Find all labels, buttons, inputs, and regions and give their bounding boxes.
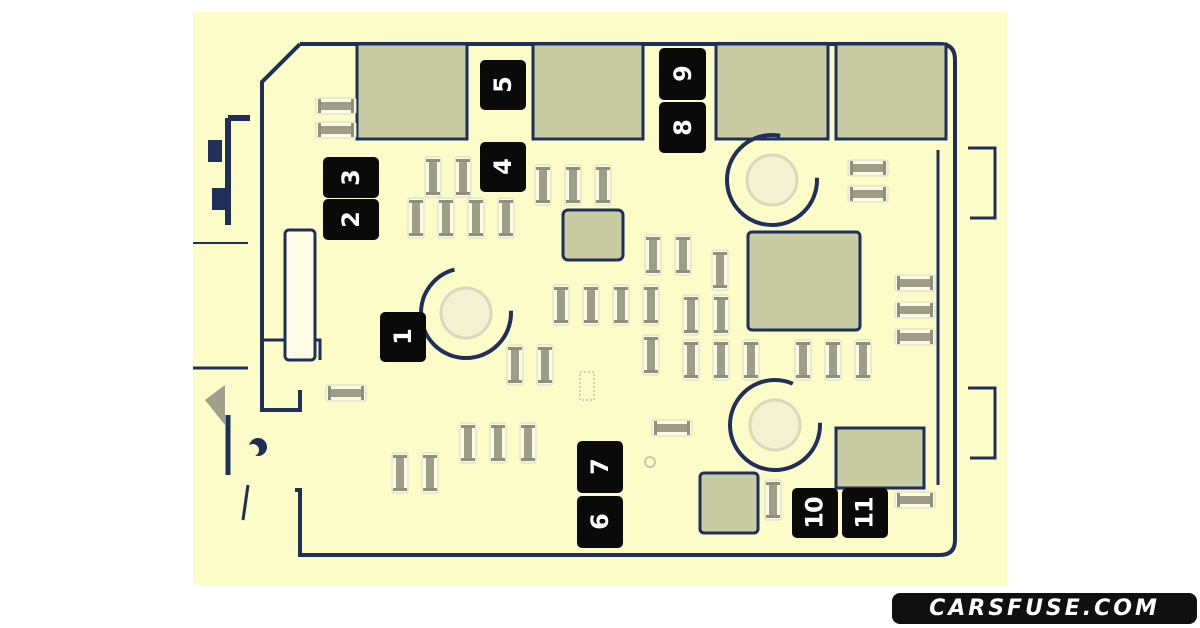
fuse-label-2: 2 [323, 199, 379, 240]
fuse-label-8-text: 8 [668, 119, 697, 136]
fuse-label-9-text: 9 [668, 66, 697, 82]
fuse-label-1: 1 [380, 312, 426, 362]
fuse-label-8: 8 [659, 102, 706, 153]
fuse-label-5-text: 5 [488, 77, 517, 93]
fuse-label-3: 3 [323, 157, 379, 198]
fuse-label-1-text: 1 [388, 329, 417, 345]
fuse-label-6-text: 6 [585, 514, 614, 530]
fuse-label-11-text: 11 [851, 497, 879, 529]
fuse-label-4-text: 4 [488, 159, 517, 175]
watermark-text: CARSFUSE.COM [929, 596, 1160, 621]
fuse-label-10-text: 10 [801, 497, 829, 529]
fuse-label-2-text: 2 [336, 211, 365, 228]
fuse-label-7: 7 [577, 441, 623, 493]
fuse-label-7-text: 7 [585, 459, 614, 475]
watermark-badge: CARSFUSE.COM [892, 593, 1197, 624]
fuse-label-4: 4 [480, 142, 526, 192]
fuse-label-11: 11 [842, 488, 888, 538]
fuse-label-6: 6 [577, 496, 623, 548]
fuse-label-5: 5 [480, 60, 526, 110]
fuse-label-9: 9 [659, 48, 706, 100]
fuse-label-3-text: 3 [336, 169, 365, 186]
fuse-label-10: 10 [792, 488, 838, 538]
